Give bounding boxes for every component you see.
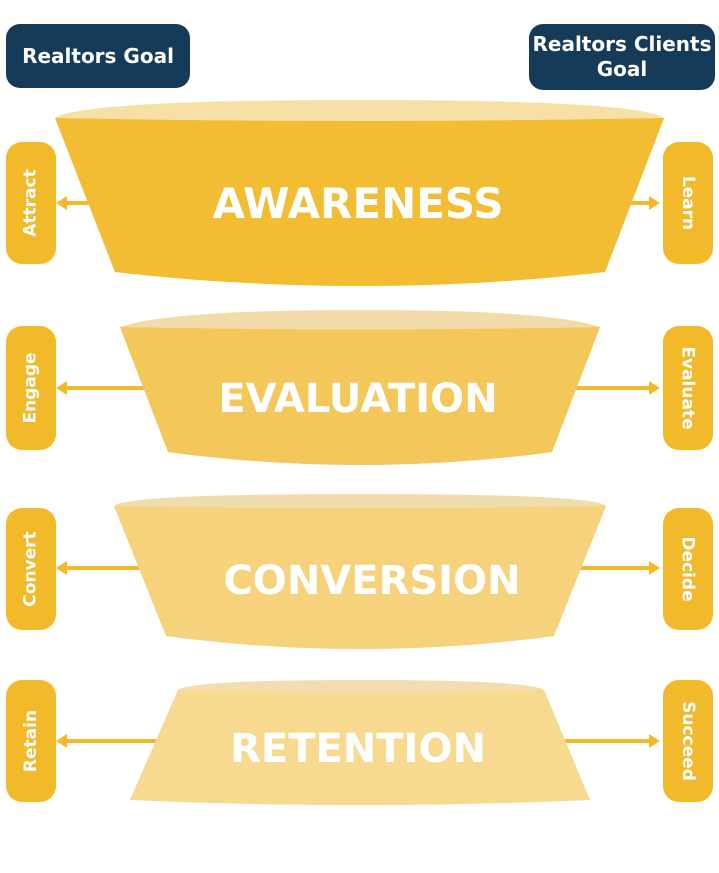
side-tab-attract-label: Attract [21,169,41,237]
arrowhead-left-retain-icon [56,734,67,748]
side-tab-succeed: Succeed [663,680,713,802]
stage-label-retention: RETENTION [230,726,486,772]
funnel-stage-conversion: CONVERSION [56,494,660,649]
side-tab-engage-label: Engage [21,352,41,424]
arrowhead-right-evaluate-icon [649,381,660,395]
side-tab-learn: Learn [663,142,713,264]
side-tab-convert-label: Convert [21,531,42,607]
funnel-segment-conversion-face [114,506,606,649]
side-tab-retain: Retain [6,680,56,802]
funnel-segment-awareness-face [55,118,664,286]
side-tab-retain-label: Retain [21,709,41,773]
arrowhead-right-learn-icon [649,196,660,210]
stage-label-conversion: CONVERSION [223,558,520,604]
stage-label-awareness: AWARENESS [212,179,503,228]
funnel-stage-retention: RETENTION [56,680,660,805]
side-tab-decide-label: Decide [678,536,698,602]
arrowhead-right-succeed-icon [649,734,660,748]
side-tab-learn-label: Learn [678,175,699,231]
side-tab-attract: Attract [6,142,56,264]
side-tab-evaluate-label: Evaluate [678,346,699,430]
side-tab-engage: Engage [6,326,56,450]
arrowhead-left-attract-icon [56,196,67,210]
funnel-segment-evaluation-face [120,327,600,465]
realtors-clients-goal-header-label: Realtors Clients Goal [532,32,712,81]
funnel-stage-awareness: AWARENESS [55,100,664,286]
side-tab-succeed-label: Succeed [678,701,699,781]
funnel-stage-evaluation: EVALUATION [56,310,660,465]
side-tab-convert: Convert [6,508,56,630]
funnel-segment-retention-face [130,690,590,805]
realtors-clients-goal-header: Realtors Clients Goal [529,24,715,90]
realtors-goal-header-label: Realtors Goal [22,43,174,68]
arrowhead-left-convert-icon [56,561,67,575]
side-tab-evaluate: Evaluate [663,326,713,450]
realtors-goal-header: Realtors Goal [6,24,190,88]
side-tab-decide: Decide [663,508,713,630]
arrowhead-left-engage-icon [56,381,67,395]
stage-label-evaluation: EVALUATION [218,376,497,422]
arrowhead-right-decide-icon [649,561,660,575]
